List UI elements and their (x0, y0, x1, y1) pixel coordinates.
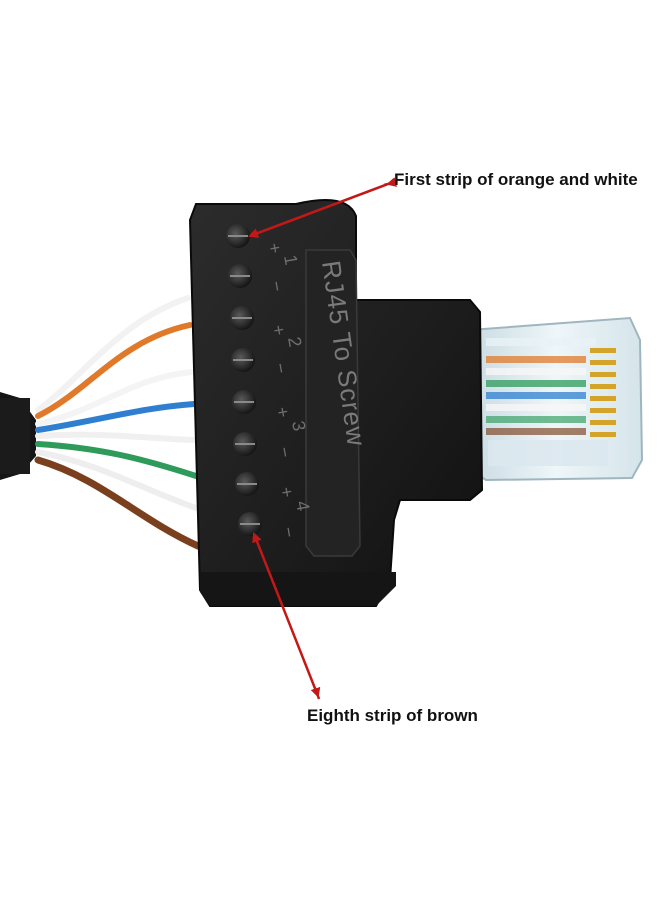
plug-wire-ends (486, 356, 586, 435)
screw-terminal (231, 348, 255, 372)
adapter-body (188, 199, 484, 607)
screw-terminal (233, 432, 257, 456)
pair-number-4: 4 (292, 499, 313, 512)
polarity-plus: + (264, 241, 286, 255)
screw-terminal (238, 512, 262, 536)
cable-wires (34, 295, 202, 550)
cable-jacket (0, 392, 36, 480)
polarity-plus: + (268, 323, 290, 337)
arrow-to-eighth-strip-tip (310, 686, 321, 700)
rj45-plug (469, 316, 644, 482)
wire-white-blue (35, 431, 197, 443)
terminal-markings: + 1 − + 2 − + 3 − + 4 − (264, 241, 313, 539)
wire-green (35, 441, 199, 479)
wire-orange (35, 322, 193, 419)
screw-terminals (226, 224, 262, 536)
callout-eighth-strip: Eighth strip of brown (307, 706, 478, 725)
wire-white-orange (35, 295, 191, 413)
pair-number-2: 2 (284, 335, 305, 348)
callout-arrows (248, 177, 397, 700)
screw-terminal (232, 390, 256, 414)
polarity-minus: − (278, 525, 300, 539)
polarity-minus: − (274, 445, 296, 459)
polarity-minus: − (266, 279, 288, 293)
arrow-to-first-strip-tip (383, 177, 397, 187)
screw-terminal (230, 306, 254, 330)
arrow-to-first-strip (248, 182, 389, 238)
polarity-plus: + (272, 405, 294, 419)
screw-terminal (228, 264, 252, 288)
screw-terminal (235, 472, 259, 496)
callout-first-strip: First strip of orange and white (394, 170, 638, 189)
polarity-minus: − (270, 361, 292, 375)
wire-blue (35, 401, 197, 433)
polarity-plus: + (276, 485, 298, 499)
pair-number-1: 1 (280, 253, 301, 266)
arrow-to-eighth-strip (252, 532, 320, 697)
wire-brown (34, 456, 202, 550)
wire-white-brown (35, 449, 199, 511)
plug-gold-contacts (590, 348, 616, 437)
screw-terminal (226, 224, 250, 248)
wire-white-green (35, 369, 195, 427)
pair-number-3: 3 (288, 419, 309, 432)
